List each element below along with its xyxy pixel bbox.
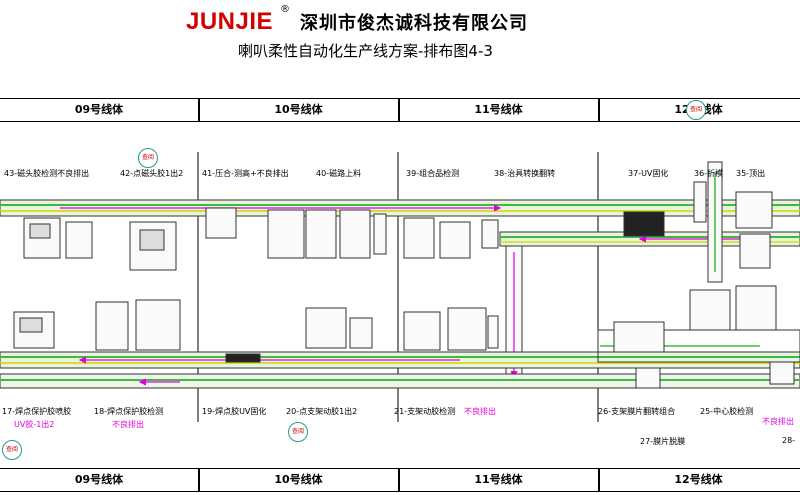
station-label-17: 17-焊点保护胶喷胶 bbox=[2, 407, 72, 416]
station-label-39: 39-组合品检测 bbox=[406, 169, 460, 178]
conveyor-layout-svg bbox=[0, 152, 800, 422]
review-stamp: 查阅 bbox=[288, 422, 308, 442]
zone-label-11: 11号线体 bbox=[474, 103, 523, 116]
review-stamp: 查阅 bbox=[686, 100, 706, 120]
zone-label-09: 09号线体 bbox=[74, 103, 124, 116]
station-label-18: 18-焊点保护胶检测 bbox=[94, 407, 164, 416]
reject-note: 不良排出 bbox=[762, 417, 794, 426]
station-note-uv-glue: UV胶-1出2 bbox=[14, 420, 55, 429]
zone-label-10: 10号线体 bbox=[274, 103, 323, 116]
zone-label-11: 11号线体 bbox=[474, 473, 523, 486]
station-label-41: 41-压合-测高+不良排出 bbox=[202, 169, 289, 178]
station-label-27: 27-膜片脱膜 bbox=[640, 437, 686, 446]
station-label-40: 40-磁路上料 bbox=[316, 169, 362, 178]
review-stamp: 查阅 bbox=[2, 440, 22, 460]
zone-divider bbox=[598, 469, 600, 491]
zone-divider bbox=[598, 99, 600, 121]
company-name: 深圳市俊杰诚科技有限公司 bbox=[300, 13, 528, 34]
zone-divider bbox=[198, 99, 200, 121]
transfer-lane bbox=[499, 161, 800, 387]
station-label-25: 25-中心胶检测 bbox=[700, 407, 754, 416]
reject-note: 不良排出 bbox=[112, 420, 144, 429]
upper-conveyor bbox=[0, 199, 800, 217]
station-label-26: 26-支架膜片翻转组合 bbox=[598, 407, 676, 416]
zone-divider bbox=[398, 99, 400, 121]
brand-logo: JUNJIE bbox=[186, 8, 274, 35]
station-machines-lower bbox=[13, 285, 795, 389]
station-label-43: 43-磁头胶检测不良排出 bbox=[4, 169, 90, 178]
title-block: JUNJIE ® 深圳市俊杰诚科技有限公司 喇叭柔性自动化生产线方案-排布图4-… bbox=[0, 0, 800, 98]
station-label-37: 37-UV固化 bbox=[628, 169, 669, 178]
zone-label-10: 10号线体 bbox=[274, 473, 323, 486]
zone-divider bbox=[398, 469, 400, 491]
station-machines-upper bbox=[23, 181, 773, 271]
station-label-21: 21-支架动胶检测 bbox=[394, 407, 456, 416]
zone-header-top: 09号线体 10号线体 11号线体 12号线体 bbox=[0, 98, 800, 122]
review-stamp: 查阅 bbox=[138, 148, 158, 168]
lower-conveyor bbox=[0, 329, 800, 389]
drawing-subtitle: 喇叭柔性自动化生产线方案-排布图4-3 bbox=[238, 42, 493, 60]
station-label-35: 35-顶出 bbox=[736, 169, 766, 178]
zone-label-09: 09号线体 bbox=[74, 473, 124, 486]
station-label-20: 20-点支架动胶1出2 bbox=[286, 407, 358, 416]
zone-label-12: 12号线体 bbox=[674, 473, 723, 486]
station-label-38: 38-治具转换翻转 bbox=[494, 169, 556, 178]
zone-divider bbox=[198, 469, 200, 491]
reject-note: 不良排出 bbox=[464, 407, 496, 416]
station-label-19: 19-焊点胶UV固化 bbox=[202, 407, 267, 416]
registered-mark: ® bbox=[280, 4, 290, 15]
station-label-28: 28- bbox=[782, 436, 796, 445]
layout-drawing: 43-磁头胶检测不良排出 42-点磁头胶1出2 41-压合-测高+不良排出 40… bbox=[0, 100, 800, 467]
station-label-36: 36-折模 bbox=[694, 169, 724, 178]
zone-header-bottom: 09号线体 10号线体 11号线体 12号线体 bbox=[0, 468, 800, 492]
station-label-42: 42-点磁头胶1出2 bbox=[120, 169, 184, 178]
